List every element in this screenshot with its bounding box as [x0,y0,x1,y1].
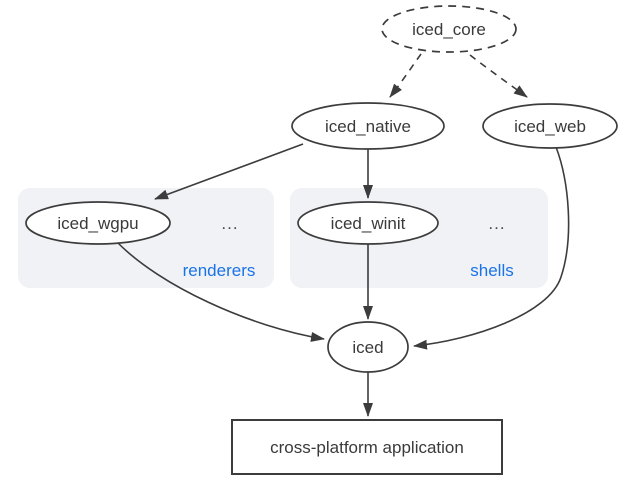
edge-iced-wgpu-to-iced [116,241,325,342]
iced-core-ellipse [381,5,517,53]
node-iced: iced [327,321,409,373]
iced-winit-ellipse [297,201,439,245]
iced-web-label: iced_web [514,117,586,136]
edge-iced-core-to-iced-native [389,53,422,98]
iced-label: iced [352,338,383,357]
node-iced-core: iced_core [381,5,517,53]
iced-native-ellipse [291,102,445,150]
iced-ellipse [327,321,409,373]
application-label: cross-platform application [270,438,464,457]
edge-iced-native-to-iced-wgpu [154,143,304,200]
node-cross-platform-application: cross-platform application [231,419,503,475]
shells-group-label: shells [470,261,513,280]
shells-ellipsis: ... [488,214,505,233]
renderers-ellipsis: ... [221,214,238,233]
iced-wgpu-label: iced_wgpu [57,214,138,233]
edge-iced-core-to-iced-web [469,54,528,98]
edge-iced-web-to-iced [413,146,570,350]
renderers-group-label: renderers [183,261,256,280]
iced-native-label: iced_native [325,117,411,136]
application-rect [231,419,503,475]
node-iced-web: iced_web [482,103,618,149]
node-iced-native: iced_native [291,102,445,150]
node-iced-wgpu: iced_wgpu [25,201,171,245]
iced-wgpu-ellipse [25,201,171,245]
iced-core-label: iced_core [412,20,486,39]
node-iced-winit: iced_winit [297,201,439,245]
iced-web-ellipse [482,103,618,149]
iced-winit-label: iced_winit [331,214,406,233]
